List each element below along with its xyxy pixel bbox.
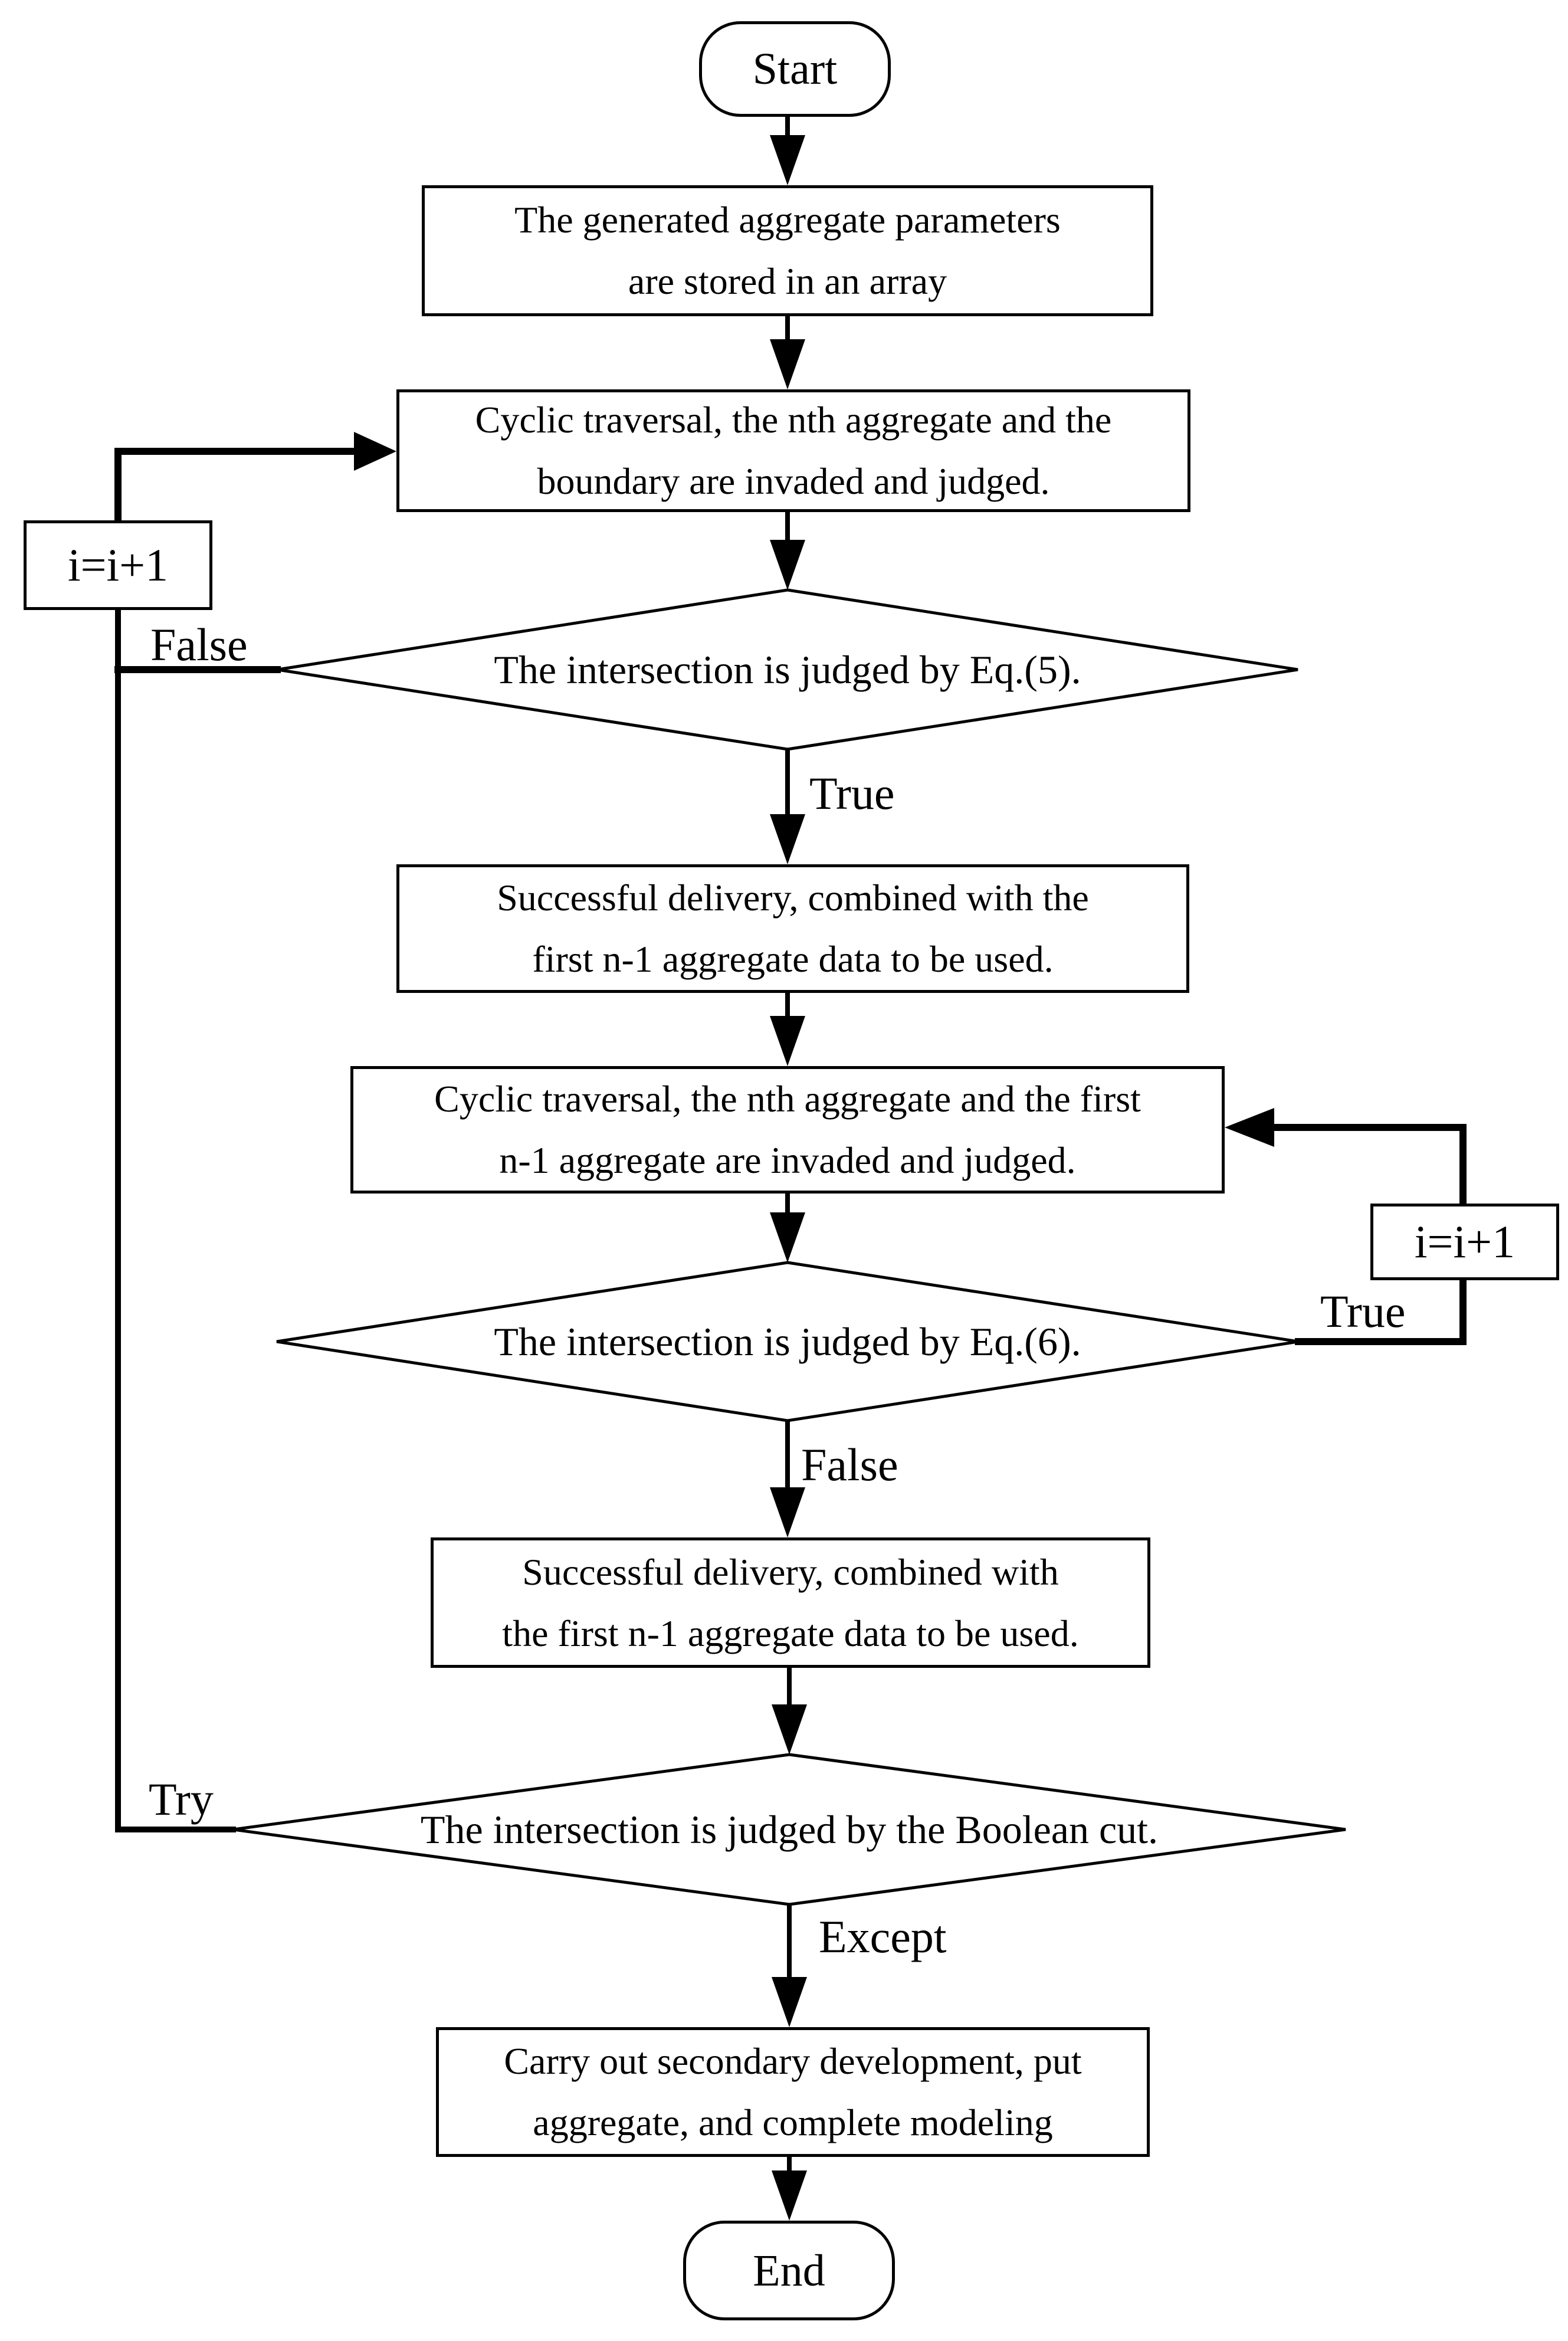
delivery-second-line1: Successful delivery, combined with [522, 1550, 1059, 1593]
arrowhead-boolean-cut [772, 1704, 807, 1755]
delivery-first-line2: first n-1 aggregate data to be used. [532, 938, 1054, 980]
store-array-line2: are stored in an array [628, 260, 947, 302]
traverse-boundary-line2: boundary are invaded and judged. [537, 460, 1050, 502]
arrowhead-end [772, 2170, 807, 2221]
node-end: End [683, 2221, 895, 2320]
node-increment-right: i=i+1 [1370, 1204, 1559, 1280]
node-secondary-dev: Carry out secondary development, put agg… [436, 2027, 1150, 2157]
edge-left-rail [115, 607, 236, 1832]
edge-increment-left-return [114, 448, 357, 524]
node-delivery-first: Successful delivery, combined with the f… [396, 864, 1189, 993]
node-increment-left: i=i+1 [24, 520, 212, 610]
arrowhead-traverse-boundary [770, 339, 805, 389]
secondary-dev-line2: aggregate, and complete modeling [533, 2101, 1053, 2143]
decision-eq5-label: The intersection is judged by Eq.(5). [494, 647, 1081, 692]
delivery-first-line1: Successful delivery, combined with the [497, 877, 1089, 919]
traverse-first-line2: n-1 aggregate are invaded and judged. [499, 1139, 1076, 1181]
node-start: Start [699, 21, 891, 117]
arrowhead-eq6 [770, 1212, 805, 1263]
start-label: Start [752, 44, 838, 94]
edge-label-try: Try [149, 1773, 214, 1825]
arrowhead-delivery-second [770, 1487, 805, 1537]
arrowhead-store [770, 135, 805, 185]
arrowhead-eq5 [770, 540, 805, 590]
secondary-dev-line1: Carry out secondary development, put [504, 2040, 1082, 2082]
traverse-first-line1: Cyclic traversal, the nth aggregate and … [434, 1078, 1141, 1120]
arrowhead-traverse-first-top [770, 1016, 805, 1066]
edge-label-true2: True [1320, 1286, 1406, 1337]
arrowhead-delivery-first [770, 814, 805, 864]
traverse-boundary-line1: Cyclic traversal, the nth aggregate and … [475, 399, 1112, 441]
delivery-second-line2: the first n-1 aggregate data to be used. [502, 1612, 1079, 1654]
increment-right-label: i=i+1 [1414, 1216, 1515, 1267]
node-traverse-boundary: Cyclic traversal, the nth aggregate and … [396, 389, 1190, 512]
node-traverse-first: Cyclic traversal, the nth aggregate and … [350, 1066, 1225, 1194]
decision-eq6-label: The intersection is judged by Eq.(6). [494, 1319, 1081, 1364]
end-label: End [753, 2245, 825, 2296]
edge-label-false2: False [801, 1439, 898, 1490]
edge-label-except: Except [819, 1911, 947, 1962]
increment-left-label: i=i+1 [67, 539, 169, 591]
decision-boolean-cut-label: The intersection is judged by the Boolea… [420, 1806, 1159, 1852]
arrowhead-into-traverse-boundary [354, 432, 396, 471]
arrowhead-secondary-dev [772, 1977, 807, 2027]
node-delivery-second: Successful delivery, combined with the f… [431, 1537, 1150, 1668]
edge-label-false1: False [150, 619, 248, 670]
node-store-array: The generated aggregate parameters are s… [422, 185, 1153, 316]
store-array-line1: The generated aggregate parameters [514, 199, 1061, 241]
edge-label-true1: True [809, 768, 895, 819]
arrowhead-into-traverse-first [1225, 1108, 1274, 1147]
